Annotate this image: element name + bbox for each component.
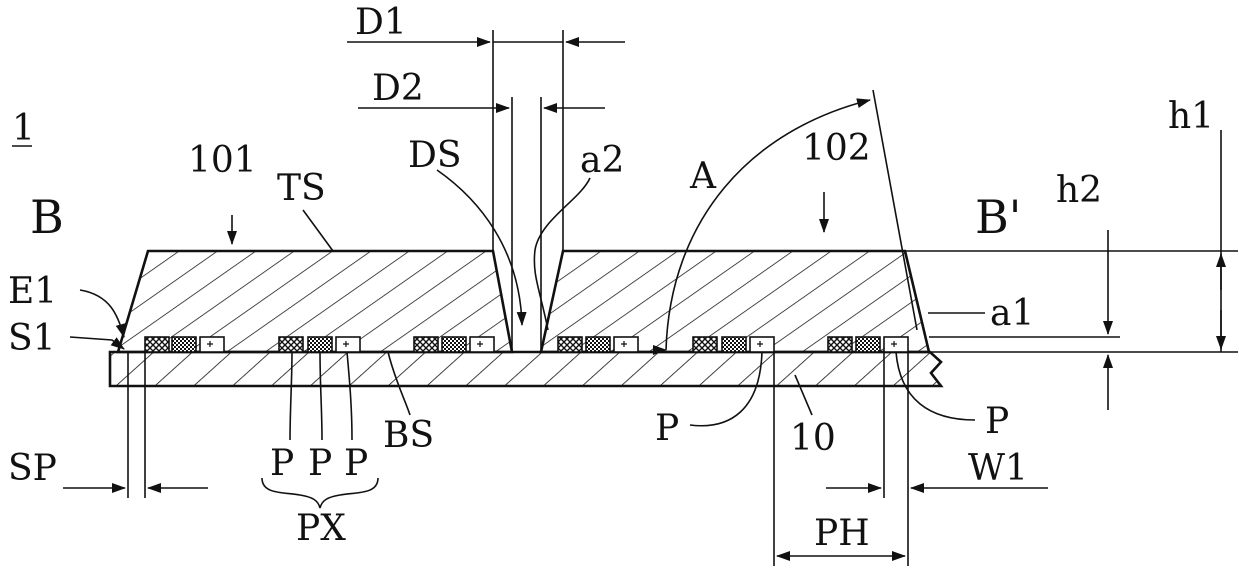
label-ph: PH xyxy=(814,513,870,554)
label-ts: TS xyxy=(277,168,326,209)
label-d1: D1 xyxy=(355,2,407,43)
label-h2: h2 xyxy=(1056,170,1102,211)
label-10: 10 xyxy=(790,418,836,459)
e1-leader xyxy=(80,290,124,337)
label-p2: P xyxy=(308,443,332,484)
label-d2: D2 xyxy=(372,68,424,109)
ts-leader xyxy=(303,210,333,251)
figure-number: 1 xyxy=(12,108,35,149)
label-p1: P xyxy=(270,443,294,484)
label-p-right: P xyxy=(985,401,1009,442)
label-102: 102 xyxy=(802,128,871,169)
label-p-center: P xyxy=(655,408,679,449)
label-a1: a1 xyxy=(990,293,1034,334)
label-p3: P xyxy=(344,443,368,484)
substrate xyxy=(110,352,941,386)
label-e1: E1 xyxy=(8,271,57,312)
label-bs: BS xyxy=(383,415,434,456)
label-sp: SP xyxy=(8,448,57,489)
label-s1: S1 xyxy=(8,318,56,359)
s1-leader xyxy=(70,337,124,349)
label-h1: h1 xyxy=(1168,96,1214,137)
label-w1: W1 xyxy=(968,448,1028,489)
label-b-prime: B' xyxy=(975,190,1021,244)
label-ds: DS xyxy=(408,135,462,176)
label-angle-a: A xyxy=(689,156,717,197)
label-101: 101 xyxy=(188,140,257,181)
label-px: PX xyxy=(296,508,346,549)
label-b: B xyxy=(30,190,64,244)
label-a2: a2 xyxy=(580,140,624,181)
